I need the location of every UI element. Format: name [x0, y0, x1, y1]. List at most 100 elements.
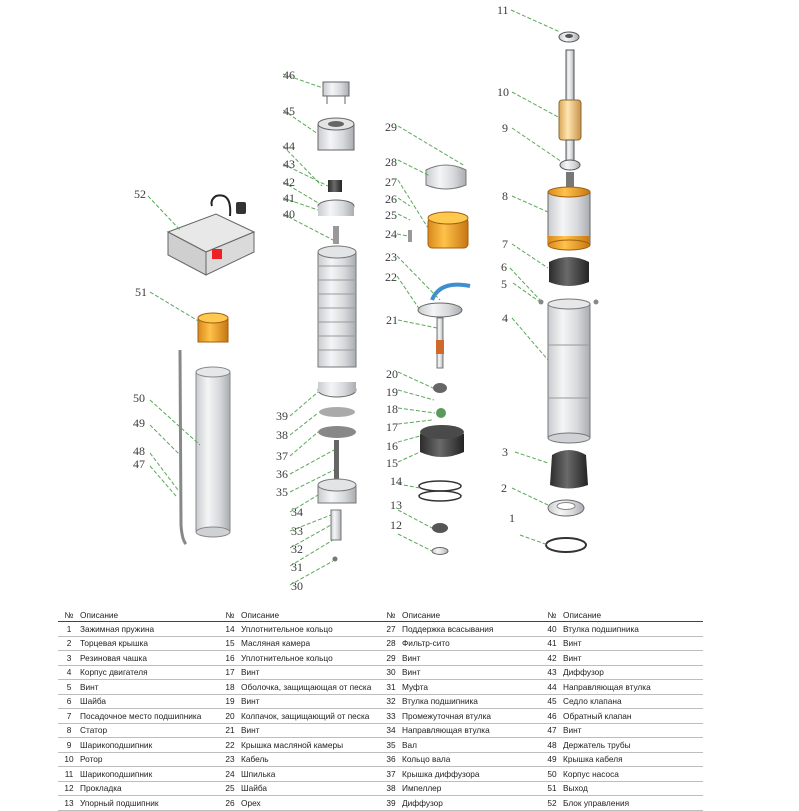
part-description: Орех	[241, 797, 261, 808]
part-coupling-31-33	[330, 509, 342, 562]
callout-48: 48	[133, 444, 145, 458]
part-description: Шайба	[241, 783, 268, 794]
part-screw-washer-5-6	[538, 299, 599, 305]
part-description: Вал	[402, 739, 417, 750]
callout-50: 50	[133, 391, 145, 405]
part-description: Кольцо вала	[402, 754, 451, 765]
part-number: 26	[225, 797, 235, 808]
part-description: Корпус двигателя	[80, 667, 148, 678]
table-row: 34 Направляющая втулка	[380, 724, 542, 738]
callout-34: 34	[291, 505, 303, 519]
callout-51: 51	[135, 285, 147, 299]
part-number: 50	[547, 768, 557, 779]
part-stage-stack	[317, 245, 357, 368]
part-description: Импеллер	[402, 783, 442, 794]
part-number: 41	[547, 638, 557, 649]
part-rubber-cup-7	[549, 257, 589, 286]
part-sand-cap-20	[433, 383, 447, 393]
part-description: Винт	[241, 696, 260, 707]
part-cable-23	[430, 282, 471, 301]
part-number: 18	[225, 681, 235, 692]
part-number: 12	[64, 783, 74, 794]
part-description: Направляющая втулка	[402, 725, 490, 736]
part-guide-sleeve-34	[317, 478, 357, 504]
part-number: 48	[547, 739, 557, 750]
part-description: Кабель	[241, 754, 269, 765]
part-description: Зажимная пружина	[80, 623, 155, 634]
part-description: Муфта	[402, 681, 429, 692]
part-description: Оболочка, защищающая от песка	[241, 681, 372, 692]
part-number: 35	[386, 739, 396, 750]
table-row: 36 Кольцо вала	[380, 753, 542, 767]
part-number: 49	[547, 754, 557, 765]
callout-46: 46	[283, 68, 295, 82]
callout-31: 31	[291, 560, 303, 574]
part-description: Крышка диффузора	[402, 768, 480, 779]
callout-52: 52	[134, 187, 146, 201]
callout-12: 12	[390, 518, 402, 532]
part-description: Винт	[80, 681, 99, 692]
callout-15: 15	[386, 456, 398, 470]
callout-24: 24	[385, 227, 397, 241]
part-diffuser-cover-37	[318, 426, 356, 438]
header-num: №	[547, 610, 557, 620]
part-description: Блок управления	[563, 797, 630, 808]
part-number: 31	[386, 681, 396, 692]
part-shaft-35	[334, 440, 339, 480]
part-number: 36	[386, 754, 396, 765]
part-number: 14	[225, 623, 235, 634]
part-description: Уплотнительное кольцо	[241, 652, 333, 663]
part-description: Втулка подшипника	[402, 696, 478, 707]
callout-2: 2	[501, 481, 507, 495]
part-diffuser-39	[317, 382, 357, 398]
part-number: 6	[66, 696, 72, 707]
callout-21: 21	[386, 313, 398, 327]
callout-16: 16	[386, 439, 398, 453]
callout-13: 13	[390, 498, 402, 512]
part-description: Направляющая втулка	[563, 681, 651, 692]
table-row: 18 Оболочка, защищающая от песка	[219, 680, 381, 695]
part-description: Винт	[563, 725, 582, 736]
part-description: Держатель трубы	[563, 739, 631, 750]
part-description: Промежуточная втулка	[402, 710, 492, 721]
part-description: Торцевая крышка	[80, 638, 148, 649]
part-pump-housing-50	[195, 366, 231, 538]
callout-33: 33	[291, 524, 303, 538]
callout-26: 26	[385, 192, 397, 206]
exploded-pump-diagram: 1 2 3 4 5 6 7 8 9 10 11 12 13 14 15 16 1…	[133, 3, 599, 593]
part-number: 4	[66, 667, 72, 678]
callout-29: 29	[385, 120, 397, 134]
part-stator-8	[547, 172, 591, 251]
callout-25: 25	[385, 208, 397, 222]
part-number: 34	[386, 725, 396, 736]
part-cable-guard-49	[178, 349, 188, 546]
part-number: 32	[386, 696, 396, 707]
callout-14: 14	[390, 474, 402, 488]
part-number: 19	[225, 696, 235, 707]
part-number: 52	[547, 797, 557, 808]
table-header: № Описание	[58, 609, 220, 622]
part-suction-support-27	[427, 211, 469, 249]
part-number: 22	[225, 739, 235, 750]
table-row: 19 Винт	[219, 695, 381, 709]
part-number: 51	[547, 783, 557, 794]
part-description: Винт	[241, 725, 260, 736]
part-description: Фильтр-сито	[402, 638, 450, 649]
part-number: 45	[547, 696, 557, 707]
part-description: Уплотнительное кольцо	[241, 623, 333, 634]
table-row: 14 Уплотнительное кольцо	[219, 622, 381, 637]
